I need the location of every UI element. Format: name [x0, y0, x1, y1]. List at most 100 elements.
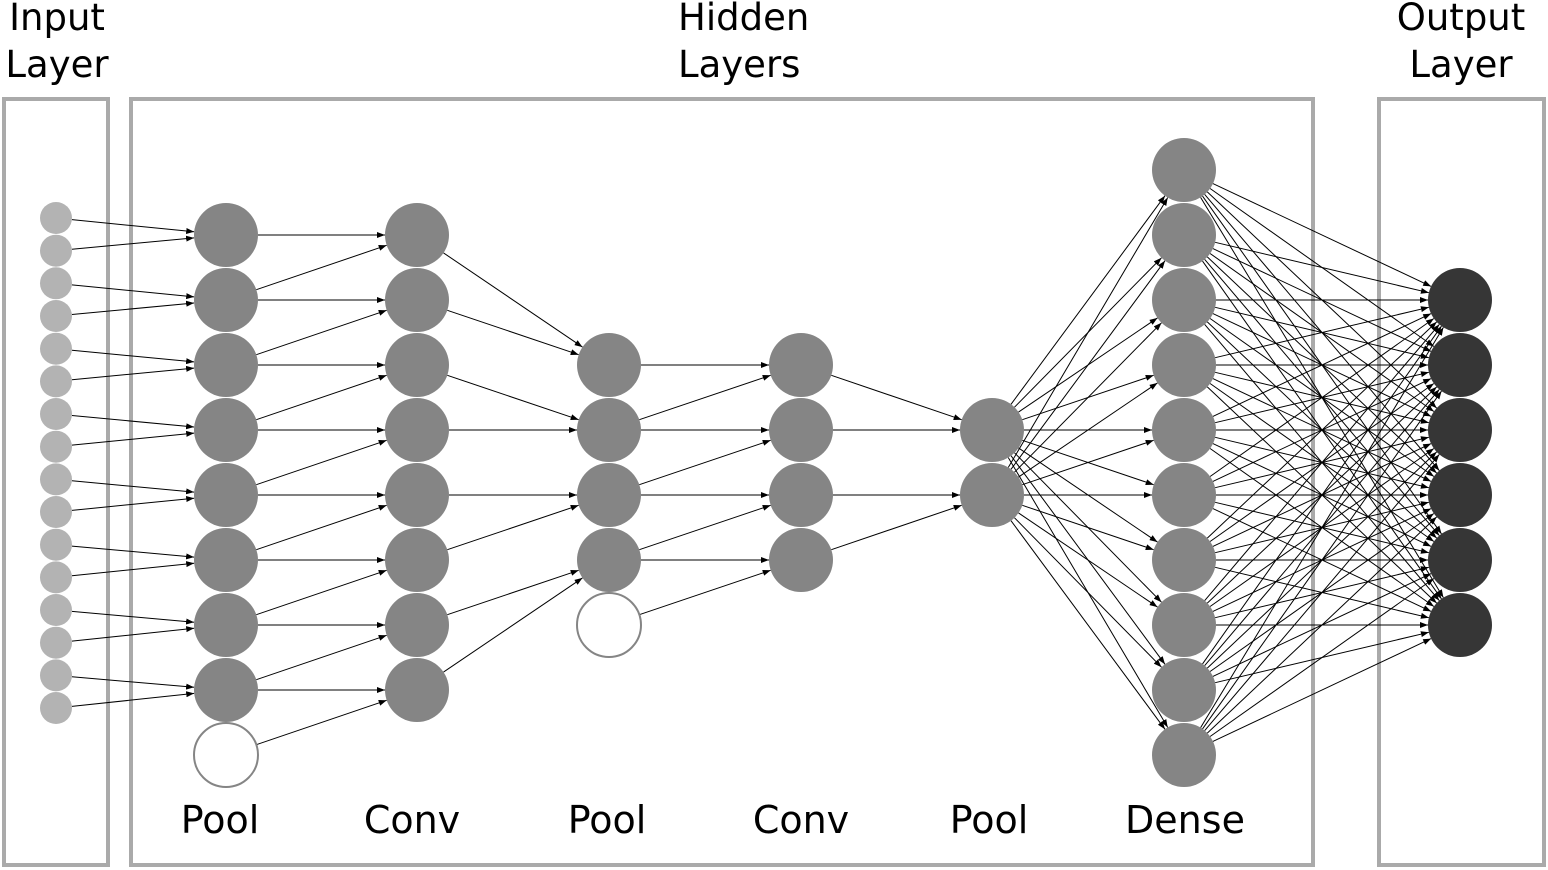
input-neuron-6	[40, 365, 72, 398]
pool3-neuron-1	[960, 398, 1024, 462]
edge-input-pool1	[71, 349, 195, 365]
edge-pool2-conv2	[639, 374, 771, 421]
edge-dense-output	[1212, 313, 1432, 417]
edge-dense-output	[1214, 306, 1430, 359]
output-layer-title-line1: Output	[1397, 0, 1526, 39]
edge-pool2-conv2	[639, 569, 771, 616]
edge-input-pool1	[71, 610, 195, 625]
conv2-neuron-2	[769, 398, 833, 462]
edge-input-pool1	[71, 415, 195, 430]
input-neuron-7	[40, 398, 72, 430]
input-neuron-10	[40, 496, 72, 528]
layer-label-conv-2: Conv	[753, 798, 849, 842]
edge-input-pool1	[71, 691, 195, 707]
input-neuron-2	[40, 234, 72, 267]
conv1-neuron-7	[385, 593, 449, 657]
input-neuron-12	[40, 561, 72, 594]
connections	[71, 183, 1444, 746]
dense-neuron-5	[1152, 398, 1216, 462]
edge-conv1-pool2	[447, 374, 579, 421]
edge-pool1-conv1	[256, 699, 387, 746]
conv1-neuron-3	[385, 333, 449, 397]
edge-pool3-dense	[1010, 195, 1166, 405]
edge-pool3-dense	[1014, 322, 1162, 473]
conv1-neuron-5	[385, 463, 449, 527]
edge-dense-output	[1204, 454, 1440, 731]
edge-dense-output	[1214, 241, 1430, 294]
edge-pool3-dense	[1018, 512, 1158, 608]
input-neuron-9	[40, 463, 72, 496]
dense-neuron-4	[1152, 333, 1216, 397]
edge-input-pool1	[71, 365, 195, 381]
edge-pool1-conv1	[256, 504, 387, 551]
edge-conv1-pool2	[443, 577, 583, 673]
input-layer-title-line2: Layer	[5, 43, 109, 86]
input-neuron-1	[40, 202, 72, 234]
edge-input-pool1	[71, 219, 195, 234]
edge-pool1-conv1	[256, 244, 387, 291]
pool2-padding-neuron	[576, 592, 642, 658]
dense-neuron-2	[1152, 203, 1216, 267]
hidden-layers-title-line1: Hidden	[678, 0, 809, 39]
edge-input-pool1	[71, 545, 195, 560]
edge-dense-output	[1209, 578, 1435, 737]
output-layer-box	[1377, 97, 1546, 867]
edge-conv1-pool2	[443, 252, 583, 348]
edge-pool1-conv1	[256, 439, 387, 486]
edge-input-pool1	[71, 561, 195, 577]
dense-neuron-6	[1152, 463, 1216, 527]
pool1-neuron-5	[194, 463, 258, 527]
output-neuron-3	[1428, 398, 1492, 462]
edge-dense-output	[1212, 183, 1432, 287]
pool3-neuron-2	[960, 463, 1024, 527]
layer-label-pool-2: Pool	[568, 798, 647, 842]
pool2-neuron-4	[577, 528, 641, 592]
input-neuron-16	[40, 692, 72, 724]
conv1-neuron-2	[385, 268, 449, 332]
edge-pool1-conv1	[256, 309, 387, 356]
output-neuron-1	[1428, 268, 1492, 332]
dense-neuron-7	[1152, 528, 1216, 592]
input-layer-box	[2, 97, 110, 867]
pool1-neuron-7	[194, 593, 258, 657]
edge-dense-output	[1209, 318, 1435, 477]
output-neuron-2	[1428, 333, 1492, 397]
dense-neuron-9	[1152, 658, 1216, 722]
dense-neuron-8	[1152, 593, 1216, 657]
conv1-neuron-8	[385, 658, 449, 722]
pool1-neuron-8	[194, 658, 258, 722]
input-neuron-4	[40, 300, 72, 332]
dense-neuron-1	[1152, 138, 1216, 202]
edge-pool3-dense	[1014, 517, 1162, 668]
output-neuron-5	[1428, 528, 1492, 592]
edge-dense-output	[1206, 321, 1438, 539]
pool2-neuron-3	[577, 463, 641, 527]
edge-input-pool1	[71, 626, 195, 642]
edge-conv2-pool3	[831, 504, 962, 551]
input-layer-title-line1: Input	[9, 0, 105, 39]
edge-conv1-pool2	[447, 569, 579, 616]
pool1-neuron-1	[194, 203, 258, 267]
conv1-neuron-4	[385, 398, 449, 462]
edge-pool3-dense	[1018, 382, 1158, 478]
conv1-neuron-6	[385, 528, 449, 592]
conv2-neuron-4	[769, 528, 833, 592]
edge-pool1-conv1	[256, 569, 387, 616]
edge-input-pool1	[71, 496, 195, 511]
input-neuron-14	[40, 626, 72, 659]
edge-input-pool1	[71, 430, 195, 446]
edge-pool3-dense	[1010, 260, 1166, 470]
edge-conv1-pool2	[447, 309, 579, 356]
layer-label-dense: Dense	[1125, 798, 1245, 842]
edge-dense-output	[1212, 638, 1432, 742]
edge-pool3-dense	[1022, 504, 1154, 551]
layer-label-pool-1: Pool	[181, 798, 260, 842]
dense-neuron-3	[1152, 268, 1216, 332]
edge-conv1-pool2	[447, 504, 579, 551]
input-neuron-3	[40, 267, 72, 300]
input-neuron-11	[40, 528, 72, 561]
conv2-neuron-1	[769, 333, 833, 397]
layer-label-pool-3: Pool	[950, 798, 1029, 842]
pool1-neuron-3	[194, 333, 258, 397]
